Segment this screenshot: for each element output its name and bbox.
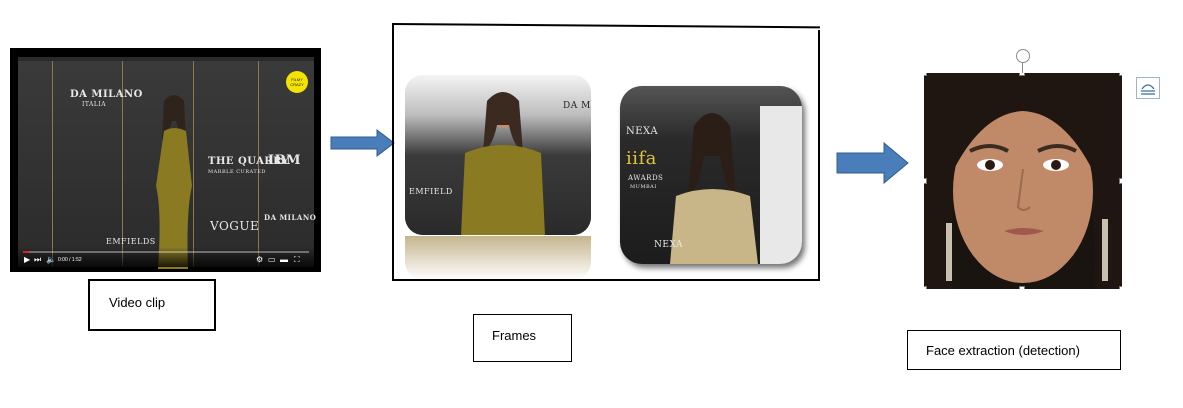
resize-handle[interactable]: [1019, 73, 1025, 76]
wall-logo: IBM: [268, 153, 301, 168]
next-icon[interactable]: ⏭: [34, 255, 42, 264]
frames-box-border: [392, 279, 820, 281]
miniplayer-icon[interactable]: ▭: [268, 255, 276, 264]
frame1-scene: [405, 75, 591, 235]
wall-logo: DA MILANO: [70, 89, 143, 100]
frame2-logo: MUMBAI: [630, 184, 657, 190]
frame2-logo: iifa: [626, 148, 657, 169]
frame2-scene: [670, 106, 802, 264]
settings-icon[interactable]: ⚙: [256, 255, 264, 264]
video-progress-fill: [23, 251, 29, 253]
frame2-logo: AWARDS: [628, 174, 664, 182]
resize-handle[interactable]: [924, 286, 927, 289]
wall-logo: EMFIELDS: [106, 237, 156, 246]
frames-box-border: [818, 30, 820, 281]
frame2-logo: NEXA: [626, 126, 659, 137]
video-controls: ▶ ⏭ 🔈 0:00 / 1:52 ⚙ ▭ ▬ ⛶: [18, 247, 314, 267]
rotate-icon[interactable]: [1016, 49, 1030, 63]
frame1-logo: EMFIELD: [409, 187, 453, 196]
frames-box-border: [392, 25, 394, 280]
wall-logo: DA MILANO: [264, 213, 317, 222]
channel-badge: FILMY CRAZY: [286, 71, 308, 93]
resize-handle[interactable]: [924, 73, 927, 76]
wall-logo: ITALIA: [82, 101, 107, 108]
person-figure: [156, 95, 192, 269]
frame2-logo: NEXA: [654, 240, 684, 250]
frame-image-1-reflection: [405, 236, 591, 280]
resize-handle[interactable]: [924, 178, 927, 184]
frame-image-2: NEXA iifa AWARDS MUMBAI NEXA: [620, 86, 802, 264]
fullscreen-icon[interactable]: ⛶: [294, 255, 300, 264]
frames-box-border: [391, 23, 820, 29]
wall-logo: THE QUARRY: [208, 156, 290, 167]
extracted-face-image[interactable]: [924, 73, 1122, 289]
resize-handle[interactable]: [1019, 286, 1025, 289]
wall-logo: MARBLE CURATED: [208, 169, 266, 175]
arrow-right-icon: [836, 141, 909, 185]
video-clip-label-text: Video clip: [109, 295, 166, 310]
face-illustration: [924, 73, 1122, 289]
face-extraction-label: Face extraction (detection): [907, 330, 1121, 370]
resize-handle[interactable]: [1119, 73, 1122, 76]
theater-icon[interactable]: ▬: [280, 255, 288, 264]
channel-badge-text: FILMY CRAZY: [290, 77, 304, 87]
frames-label: Frames: [473, 314, 572, 362]
video-backdrop: DA MILANO ITALIA THE QUARRY MARBLE CURAT…: [18, 61, 317, 269]
resize-handle[interactable]: [1119, 286, 1122, 289]
video-progress-bar[interactable]: [23, 251, 309, 253]
video-clip-label: Video clip: [88, 279, 216, 331]
layout-options-icon[interactable]: [1136, 77, 1160, 99]
frame-image-1: DA MILANO EMFIELD: [405, 75, 591, 235]
rotate-handle-stem: [1022, 63, 1023, 73]
play-icon[interactable]: ▶: [24, 255, 31, 264]
resize-handle[interactable]: [1119, 178, 1122, 184]
wall-logo: VOGUE: [210, 219, 260, 233]
video-clip-thumbnail[interactable]: DA MILANO ITALIA THE QUARRY MARBLE CURAT…: [18, 57, 316, 269]
video-time: 0:00 / 1:52: [58, 257, 82, 263]
volume-icon[interactable]: 🔈: [46, 255, 56, 264]
frame1-logo: DA MILANO: [563, 101, 591, 111]
face-extraction-label-text: Face extraction (detection): [926, 343, 1080, 358]
arrow-right-icon: [330, 128, 395, 158]
frames-label-text: Frames: [492, 328, 537, 343]
